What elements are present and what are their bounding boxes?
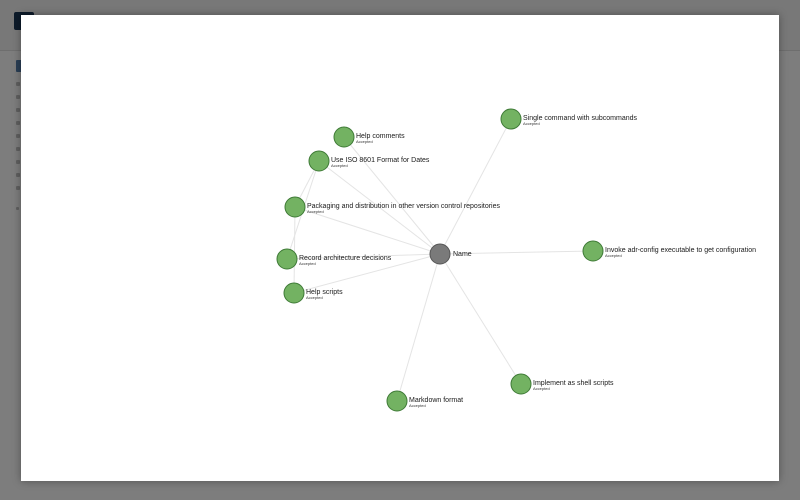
graph-node[interactable]: Packaging and distribution in other vers… <box>284 196 500 218</box>
graph-node-center[interactable]: Name <box>429 243 472 265</box>
node-title: Invoke adr-config executable to get conf… <box>605 247 756 254</box>
node-status: Accepted <box>299 261 316 266</box>
node-title: Implement as shell scripts <box>533 380 614 387</box>
graph-edge <box>294 206 441 255</box>
background-list-item <box>16 108 20 112</box>
graph-node[interactable]: Help scripts Accepted <box>283 282 343 304</box>
background-list-item <box>16 121 20 125</box>
graph-node[interactable]: Invoke adr-config executable to get conf… <box>582 240 756 262</box>
graph-edge <box>318 160 441 255</box>
node-status: Accepted <box>306 295 323 300</box>
graph-modal: Name Help comments Accepted Use ISO 8601… <box>21 15 779 481</box>
graph-edge <box>439 118 512 255</box>
background-list-item <box>16 207 19 210</box>
node-title: Single command with subcommands <box>523 115 637 122</box>
node-status: Accepted <box>331 163 348 168</box>
node-circle <box>500 108 522 130</box>
background-list-item <box>16 134 20 138</box>
node-circle <box>283 282 305 304</box>
graph-node[interactable]: Single command with subcommands Accepted <box>500 108 637 130</box>
graph-edge <box>293 206 296 294</box>
graph-node[interactable]: Record architecture decisions Accepted <box>276 248 392 270</box>
graph-edge <box>439 253 522 385</box>
background-list-item <box>16 147 20 151</box>
graph-edge <box>286 253 441 260</box>
node-status: Accepted <box>409 403 426 408</box>
node-circle <box>308 150 330 172</box>
graph-edge <box>396 253 441 402</box>
node-title: Help comments <box>356 133 405 140</box>
node-status: Accepted <box>605 253 622 258</box>
background-list-item <box>16 82 20 86</box>
node-title: Markdown format <box>409 397 463 404</box>
node-status: Accepted <box>533 386 550 391</box>
graph-node[interactable]: Implement as shell scripts Accepted <box>510 373 614 395</box>
background-list-item <box>16 173 20 177</box>
graph-nodes: Name Help comments Accepted Use ISO 8601… <box>276 108 756 412</box>
node-title: Help scripts <box>306 289 343 296</box>
node-circle <box>582 240 604 262</box>
graph-edge <box>293 253 441 294</box>
background-list-item <box>16 160 20 164</box>
background-list-item <box>16 186 20 190</box>
node-status: Accepted <box>523 121 540 126</box>
background-sidebar-title <box>16 60 22 72</box>
node-circle <box>284 196 306 218</box>
node-circle <box>386 390 408 412</box>
node-title: Name <box>453 251 472 258</box>
graph-node[interactable]: Help comments Accepted <box>333 126 405 148</box>
graph-node[interactable]: Use ISO 8601 Format for Dates Accepted <box>308 150 430 172</box>
node-circle <box>333 126 355 148</box>
node-title: Packaging and distribution in other vers… <box>307 203 500 210</box>
node-status: Accepted <box>356 139 373 144</box>
node-circle <box>276 248 298 270</box>
node-title: Use ISO 8601 Format for Dates <box>331 157 430 164</box>
node-circle <box>510 373 532 395</box>
graph-node[interactable]: Markdown format Accepted <box>386 390 463 412</box>
background-list-item <box>16 95 20 99</box>
graph-edge <box>343 136 441 255</box>
decision-graph: Name Help comments Accepted Use ISO 8601… <box>276 108 756 412</box>
node-status: Accepted <box>307 209 324 214</box>
node-circle <box>429 243 451 265</box>
graph-edge <box>439 250 594 255</box>
node-title: Record architecture decisions <box>299 255 392 262</box>
